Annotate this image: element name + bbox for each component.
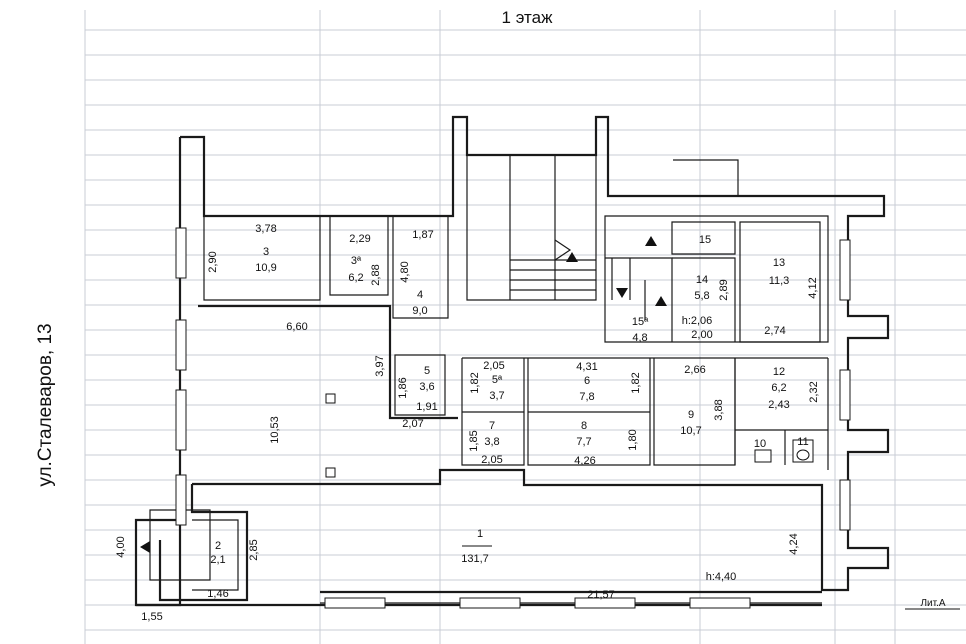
room-number: 1	[477, 528, 483, 540]
dimension: 2,85	[248, 539, 260, 560]
room-labels: 1 131,7 2 2,1 3 10,9 3ª 6,2 4 9,0 5 3,6 …	[210, 234, 808, 566]
dimension: 2,00	[691, 329, 712, 341]
windows	[175, 227, 851, 609]
dimension: 2,66	[684, 364, 705, 376]
dimension: 2,74	[764, 325, 785, 337]
room-number: 13	[773, 257, 785, 269]
dimension: 4,80	[399, 261, 411, 282]
dimension: 1,55	[141, 611, 162, 623]
room-area: 10,9	[255, 262, 276, 274]
room-number: 7	[489, 420, 495, 432]
room-area: 7,8	[579, 391, 594, 403]
room-number: 12	[773, 366, 785, 378]
room-area: 6,2	[348, 272, 363, 284]
dimension: 2,29	[349, 233, 370, 245]
room-number: 10	[754, 438, 766, 450]
room-area: 7,7	[576, 436, 591, 448]
room-area: 11,3	[769, 275, 790, 287]
litera-label: Лит.А	[920, 598, 945, 609]
dimension: 4,24	[788, 533, 800, 554]
dimension: 4,26	[574, 455, 595, 467]
dimension: 1,80	[627, 429, 639, 450]
room-number: 11	[797, 436, 808, 448]
dimension: 1,85	[468, 430, 480, 451]
street-address: ул.Сталеваров, 13	[35, 323, 56, 486]
dimension: 1,46	[207, 588, 228, 600]
dimension: 1,82	[469, 372, 481, 393]
dimension: 2,05	[481, 454, 502, 466]
room-number: 5	[424, 365, 430, 377]
dimension: 1,91	[416, 401, 437, 413]
sink-icon	[754, 449, 772, 463]
room-area: 10,7	[680, 425, 701, 437]
dimension: 2,32	[808, 381, 820, 402]
room-area: 5,8	[694, 290, 709, 302]
entrance-arrow-icon	[140, 541, 150, 553]
dimension: 4,00	[115, 536, 127, 557]
toilet-icon	[792, 439, 814, 463]
room-number: 15ª	[632, 316, 649, 328]
room-area: 9,0	[412, 305, 427, 317]
room-number: 3	[263, 246, 269, 258]
building-walls	[134, 115, 890, 607]
height-label: h:2,06	[682, 315, 713, 327]
dimension: 4,31	[576, 361, 597, 373]
dimension: 2,43	[768, 399, 789, 411]
dimension: 3,88	[713, 399, 725, 420]
dimension: 2,89	[718, 279, 730, 300]
columns	[325, 393, 336, 478]
room-number: 3ª	[351, 255, 362, 267]
dimension: 1,86	[397, 377, 409, 398]
dimension-labels: 3,78 2,90 2,29 2,88 1,87 4,80 6,60 3,97 …	[115, 223, 820, 623]
room-number: 4	[417, 289, 423, 301]
dimension: 1,82	[630, 372, 642, 393]
room-area: 3,6	[419, 381, 434, 393]
room-area: 2,1	[210, 554, 225, 566]
room-area: 131,7	[461, 553, 489, 565]
room-area: 3,7	[489, 390, 504, 402]
dimension: 4,12	[807, 277, 819, 298]
dimension: 2,05	[483, 360, 504, 372]
floor-title: 1 этаж	[502, 8, 554, 27]
room-number: 15	[699, 234, 711, 246]
room-number: 6	[584, 375, 590, 387]
dimension: 3,78	[255, 223, 276, 235]
room-area: 3,8	[484, 436, 499, 448]
room-area: 4,8	[632, 332, 647, 344]
room-number: 9	[688, 409, 694, 421]
room-number: 8	[581, 420, 587, 432]
dimension: 10,53	[269, 416, 281, 444]
dimension: 21,57	[587, 589, 615, 601]
stair-arrow-icon	[566, 236, 667, 306]
dimension: 2,07	[402, 418, 423, 430]
dimension: 1,87	[412, 229, 433, 241]
dimension: 3,97	[374, 355, 386, 376]
room-number: 5ª	[492, 374, 503, 386]
room-number: 2	[215, 540, 221, 552]
dimension: 6,60	[286, 321, 307, 333]
dimension: 2,88	[370, 264, 382, 285]
height-label: h:4,40	[706, 571, 737, 583]
room-area: 6,2	[771, 382, 786, 394]
dimension: 2,90	[207, 251, 219, 272]
room-number: 14	[696, 274, 708, 286]
